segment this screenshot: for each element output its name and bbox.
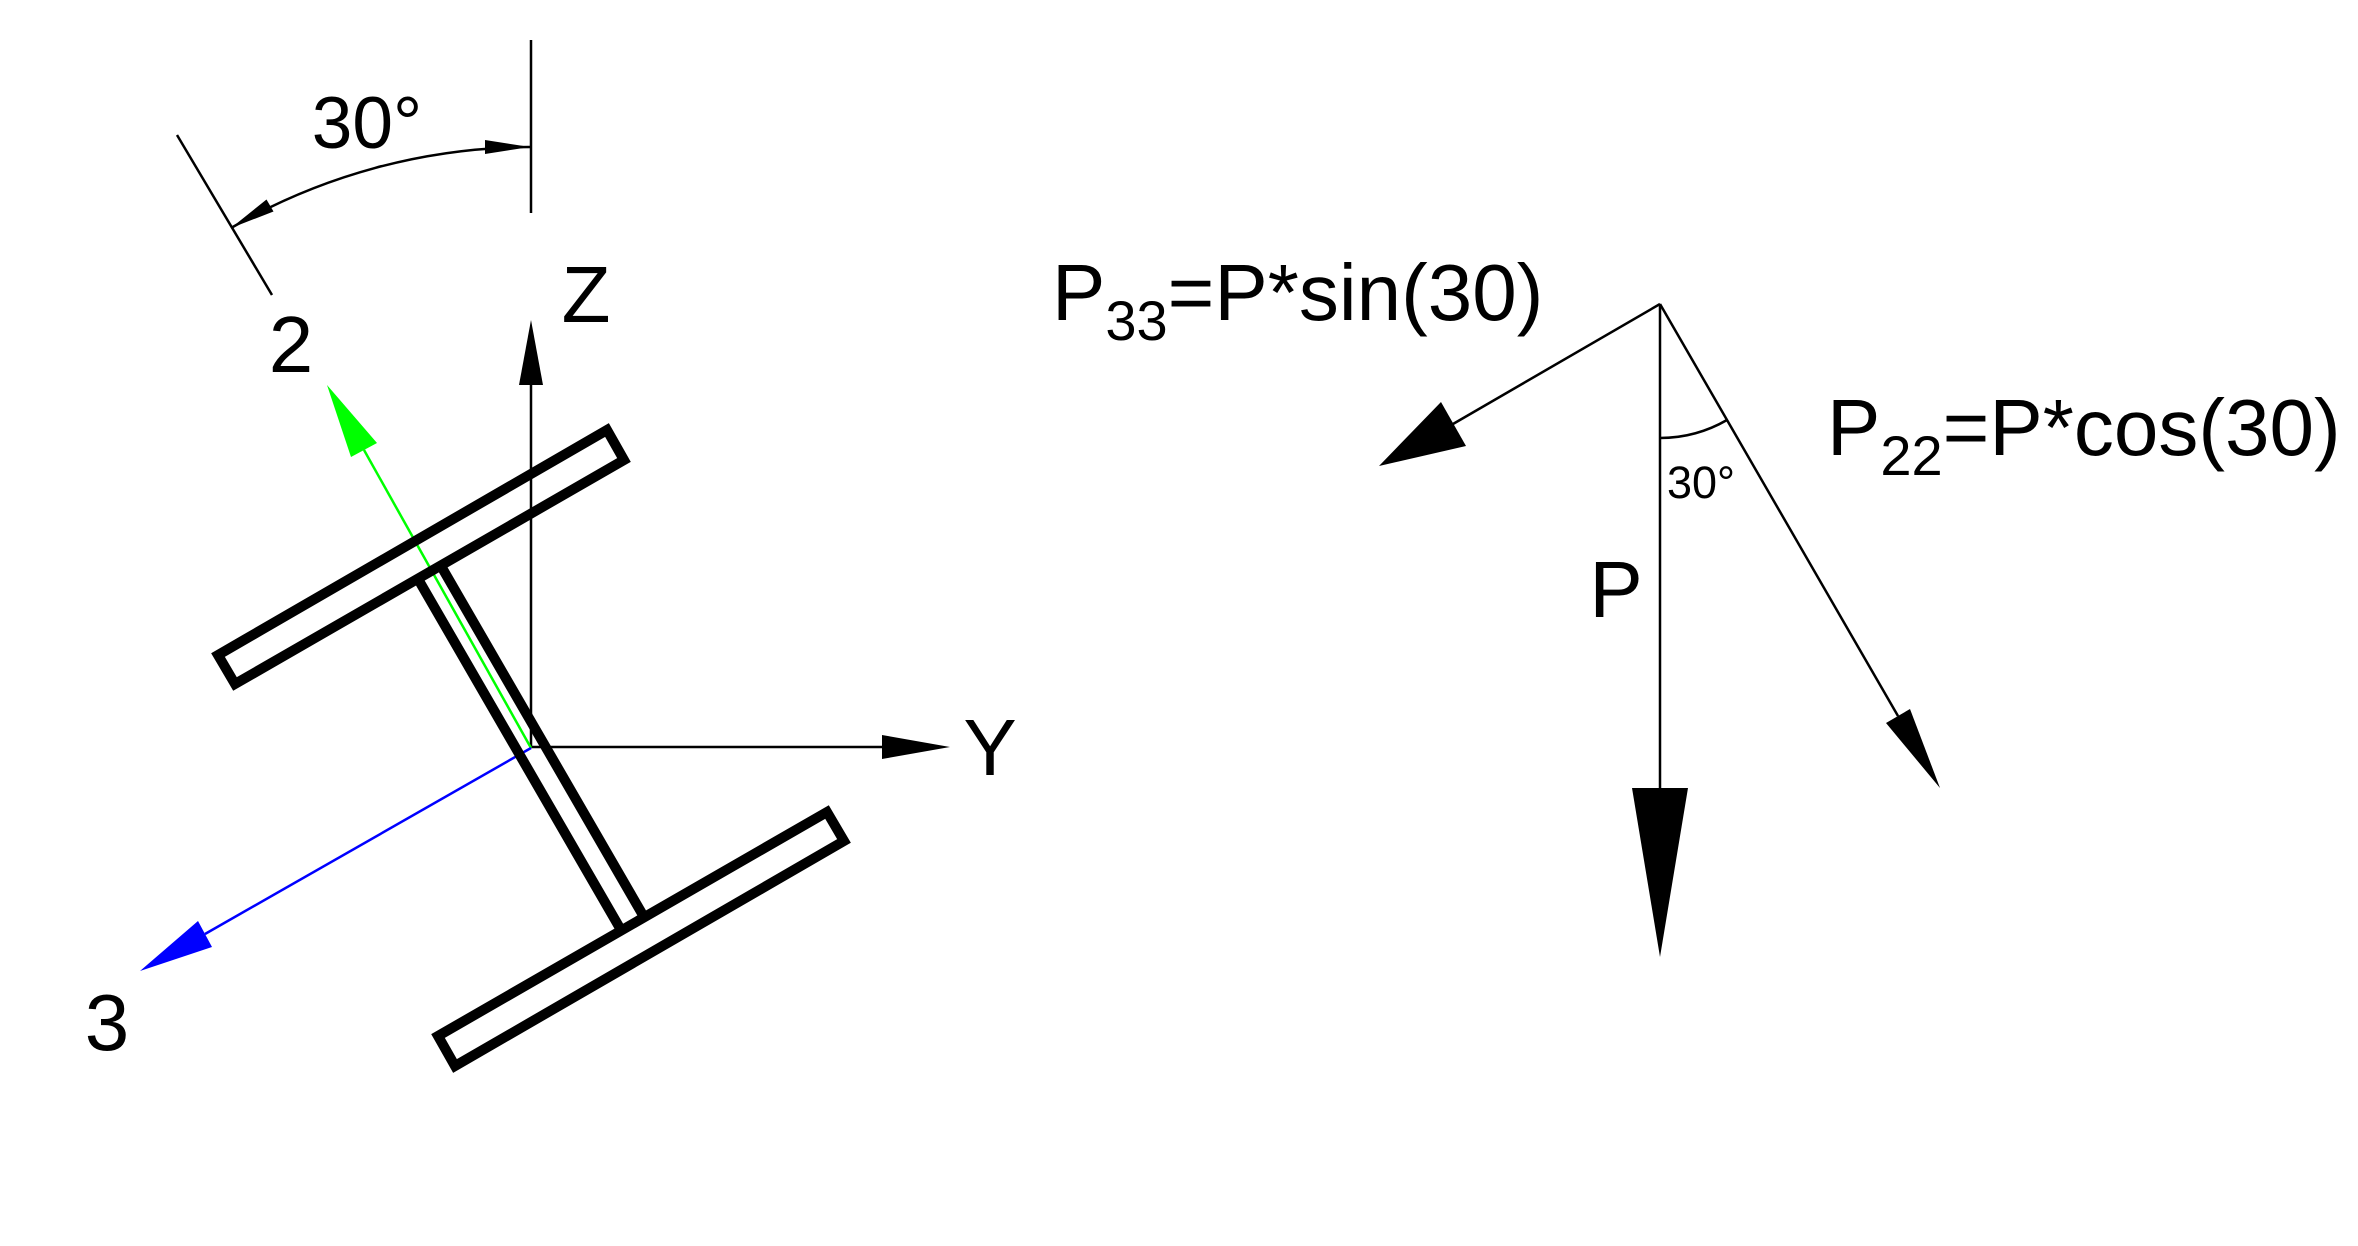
p-arrow-icon: [1632, 788, 1688, 957]
p22-base: P: [1827, 383, 1880, 472]
p22-subscript: 22: [1880, 424, 1942, 487]
force-decomposition-diagram: 30° P33=P*sin(30) P22=P*cos(30) P: [1052, 248, 2341, 957]
z-axis-arrow-icon: [519, 320, 543, 385]
local-axis-3-label: 3: [85, 978, 130, 1067]
z-axis-label: Z: [562, 250, 611, 339]
local-axis-2-label: 2: [269, 300, 314, 389]
p33-arrow-icon: [1379, 402, 1466, 466]
bottom-flange: [431, 805, 851, 1073]
p33-base: P: [1052, 248, 1105, 337]
dimension-arrow-right-icon: [485, 140, 530, 154]
y-axis-arrow-icon: [882, 735, 950, 759]
p22-arrow-icon: [1886, 709, 1940, 788]
p22-vector-line: [1658, 303, 1900, 717]
p33-vector-line: [1452, 302, 1661, 426]
left-section-diagram: 30° Z Y 2 3: [85, 40, 1017, 1073]
force-angle-arc: [1659, 418, 1728, 440]
web-left-edge: [413, 576, 626, 933]
p33-rest: =P*sin(30): [1168, 248, 1544, 337]
y-axis-label: Y: [963, 703, 1016, 792]
rotation-angle-label: 30°: [312, 83, 422, 164]
force-angle-label: 30°: [1667, 457, 1735, 508]
top-flange: [211, 423, 631, 691]
p33-formula-label: P33=P*sin(30): [1052, 248, 1543, 352]
axis-2-arrow-icon: [327, 385, 377, 457]
tilted-extension-line: [175, 134, 274, 296]
local-axis-3-line: [204, 746, 532, 936]
local-axis-2-line: [362, 449, 533, 749]
p22-formula-label: P22=P*cos(30): [1827, 383, 2341, 487]
p22-rest: =P*cos(30): [1943, 383, 2341, 472]
web-right-edge: [436, 563, 649, 920]
i-beam-section: [211, 423, 851, 1073]
p33-subscript: 33: [1105, 289, 1167, 352]
dimension-arrow-left-icon: [231, 199, 274, 228]
axis-3-arrow-icon: [140, 921, 212, 971]
p-label: P: [1589, 545, 1642, 634]
